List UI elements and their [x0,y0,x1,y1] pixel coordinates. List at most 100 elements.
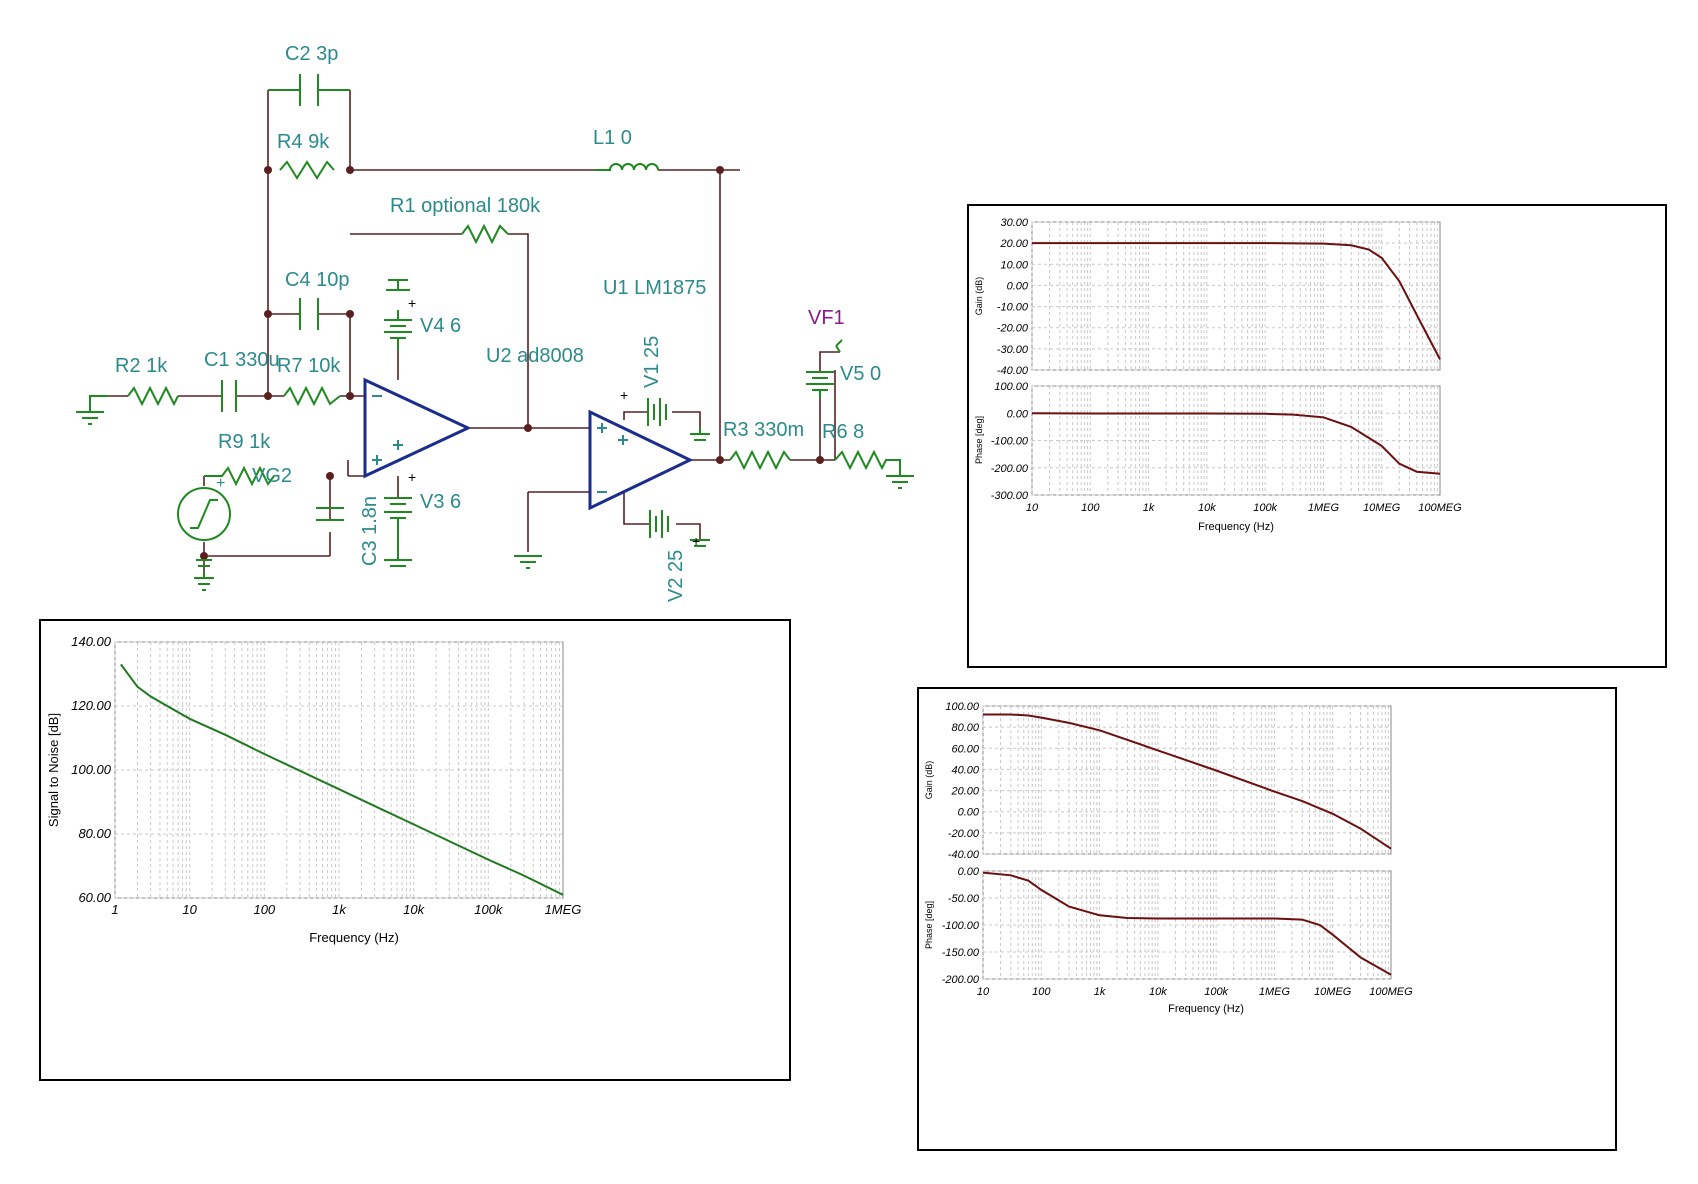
label-v3: V3 6 [420,491,461,513]
x-tick-label: 10k [403,902,425,917]
label-v2: V2 25 [665,550,687,602]
x-axis-title: Frequency (Hz) [1198,521,1274,533]
label-r9: R9 1k [218,431,271,453]
x-axis-title: Frequency (Hz) [1168,1003,1244,1015]
x-tick-label: 10MEG [1363,502,1401,514]
capacitor-c2[interactable] [268,74,350,106]
signal-source-vg2[interactable] [177,465,275,591]
series-line [120,663,564,896]
x-tick-label: 1MEG [1259,986,1291,998]
y-tick-label: -40.00 [997,365,1029,377]
y-tick-label: 120.00 [71,698,112,713]
y-axis-title: Phase [deg] [974,416,984,464]
x-tick-label: 100 [1032,986,1051,998]
y-tick-label: -40.00 [948,849,980,861]
component-labels: C2 3p R4 9k L1 0 R1 optional 180k C4 10p… [115,43,881,602]
y-tick-label: -30.00 [997,344,1029,356]
plus-vg2: + [216,475,225,492]
x-tick-label: 1k [1094,986,1106,998]
label-c4: C4 10p [285,269,350,291]
opamp-u1[interactable] [588,409,694,511]
y-tick-label: 0.00 [1007,280,1029,292]
plus-v4: + [408,295,416,311]
label-u2: U2 ad8008 [486,345,584,367]
y-tick-label: 100.00 [71,762,112,777]
y-tick-label: 100.00 [994,381,1029,393]
x-tick-label: 100 [253,902,275,917]
resistor-r2[interactable] [127,385,179,407]
x-tick-label: 1MEG [1308,502,1340,514]
chart-gain-phase-2: 100.0080.0060.0040.0020.000.00-20.00-40.… [924,701,1413,1015]
y-tick-label: 40.00 [951,764,979,776]
battery-v4[interactable] [384,279,412,350]
x-tick-label: 10 [182,902,197,917]
ground-r2 [76,395,108,425]
inductor-l1[interactable] [595,163,659,171]
plus-v3: + [408,469,416,485]
x-tick-label: 1k [1143,502,1155,514]
x-tick-label: 100k [1204,986,1228,998]
y-tick-label: 80.00 [951,722,979,734]
y-tick-label: 140.00 [71,634,112,649]
y-tick-label: -200.00 [991,463,1029,475]
x-axis-title: Frequency (Hz) [309,930,399,945]
y-tick-label: 60.00 [951,743,979,755]
capacitor-c3[interactable] [316,507,344,521]
y-tick-label: -200.00 [942,974,980,986]
x-tick-label: 100k [1253,502,1277,514]
x-tick-label: 100MEG [1369,986,1413,998]
x-tick-label: 10k [1198,502,1216,514]
y-tick-label: 30.00 [1000,217,1028,229]
plus-v2: + [692,533,700,549]
y-tick-label: -20.00 [997,323,1029,335]
battery-v3[interactable] [384,497,412,567]
x-tick-label: 100MEG [1418,502,1462,514]
chart-gain-phase-1: 30.0020.0010.000.00-10.00-20.00-30.00-40… [974,217,1462,533]
x-tick-label: 1 [111,902,118,917]
y-tick-label: -300.00 [991,490,1029,502]
label-c3: C3 1.8n [359,496,381,566]
label-r1: R1 optional 180k [390,195,541,217]
y-tick-label: 10.00 [1000,259,1028,271]
label-v4: V4 6 [420,315,461,337]
y-tick-label: -50.00 [948,893,980,905]
resistor-r6[interactable] [834,449,914,489]
capacitor-c4[interactable] [298,298,319,330]
y-tick-label: 80.00 [78,826,111,841]
label-c2: C2 3p [285,43,338,65]
x-tick-label: 10k [1149,986,1167,998]
battery-v5[interactable] [806,339,843,398]
x-tick-label: 1k [332,902,347,917]
label-v5: V5 0 [840,363,881,385]
resistor-r7[interactable] [283,385,341,407]
y-tick-label: 60.00 [78,890,111,905]
battery-v2[interactable] [649,510,710,547]
y-tick-label: -20.00 [948,828,980,840]
x-tick-label: 10 [977,986,990,998]
label-vf1: VF1 [808,307,845,329]
series-line [983,713,1392,850]
capacitor-c1[interactable] [220,380,237,412]
x-tick-label: 1MEG [545,902,582,917]
series-line [1031,412,1441,475]
y-tick-label: -100.00 [942,920,980,932]
plus-v1: + [620,387,628,403]
series-line [1032,242,1441,360]
x-tick-label: 10 [1026,502,1039,514]
resistor-r1[interactable] [461,223,509,245]
resistor-r4[interactable] [279,160,335,180]
label-r4: R4 9k [277,131,330,153]
wires [108,90,840,572]
junction-dots [200,166,824,560]
label-l1: L1 0 [593,127,632,149]
label-c1: C1 330u [204,349,280,371]
y-tick-label: 0.00 [958,866,980,878]
y-tick-label: 0.00 [1007,408,1029,420]
y-tick-label: 20.00 [999,238,1028,250]
label-v1: V1 25 [641,336,663,388]
opamp-u2[interactable] [363,377,472,479]
y-tick-label: 20.00 [950,786,979,798]
resistor-r3[interactable] [729,449,791,471]
battery-v1[interactable] [647,398,710,441]
